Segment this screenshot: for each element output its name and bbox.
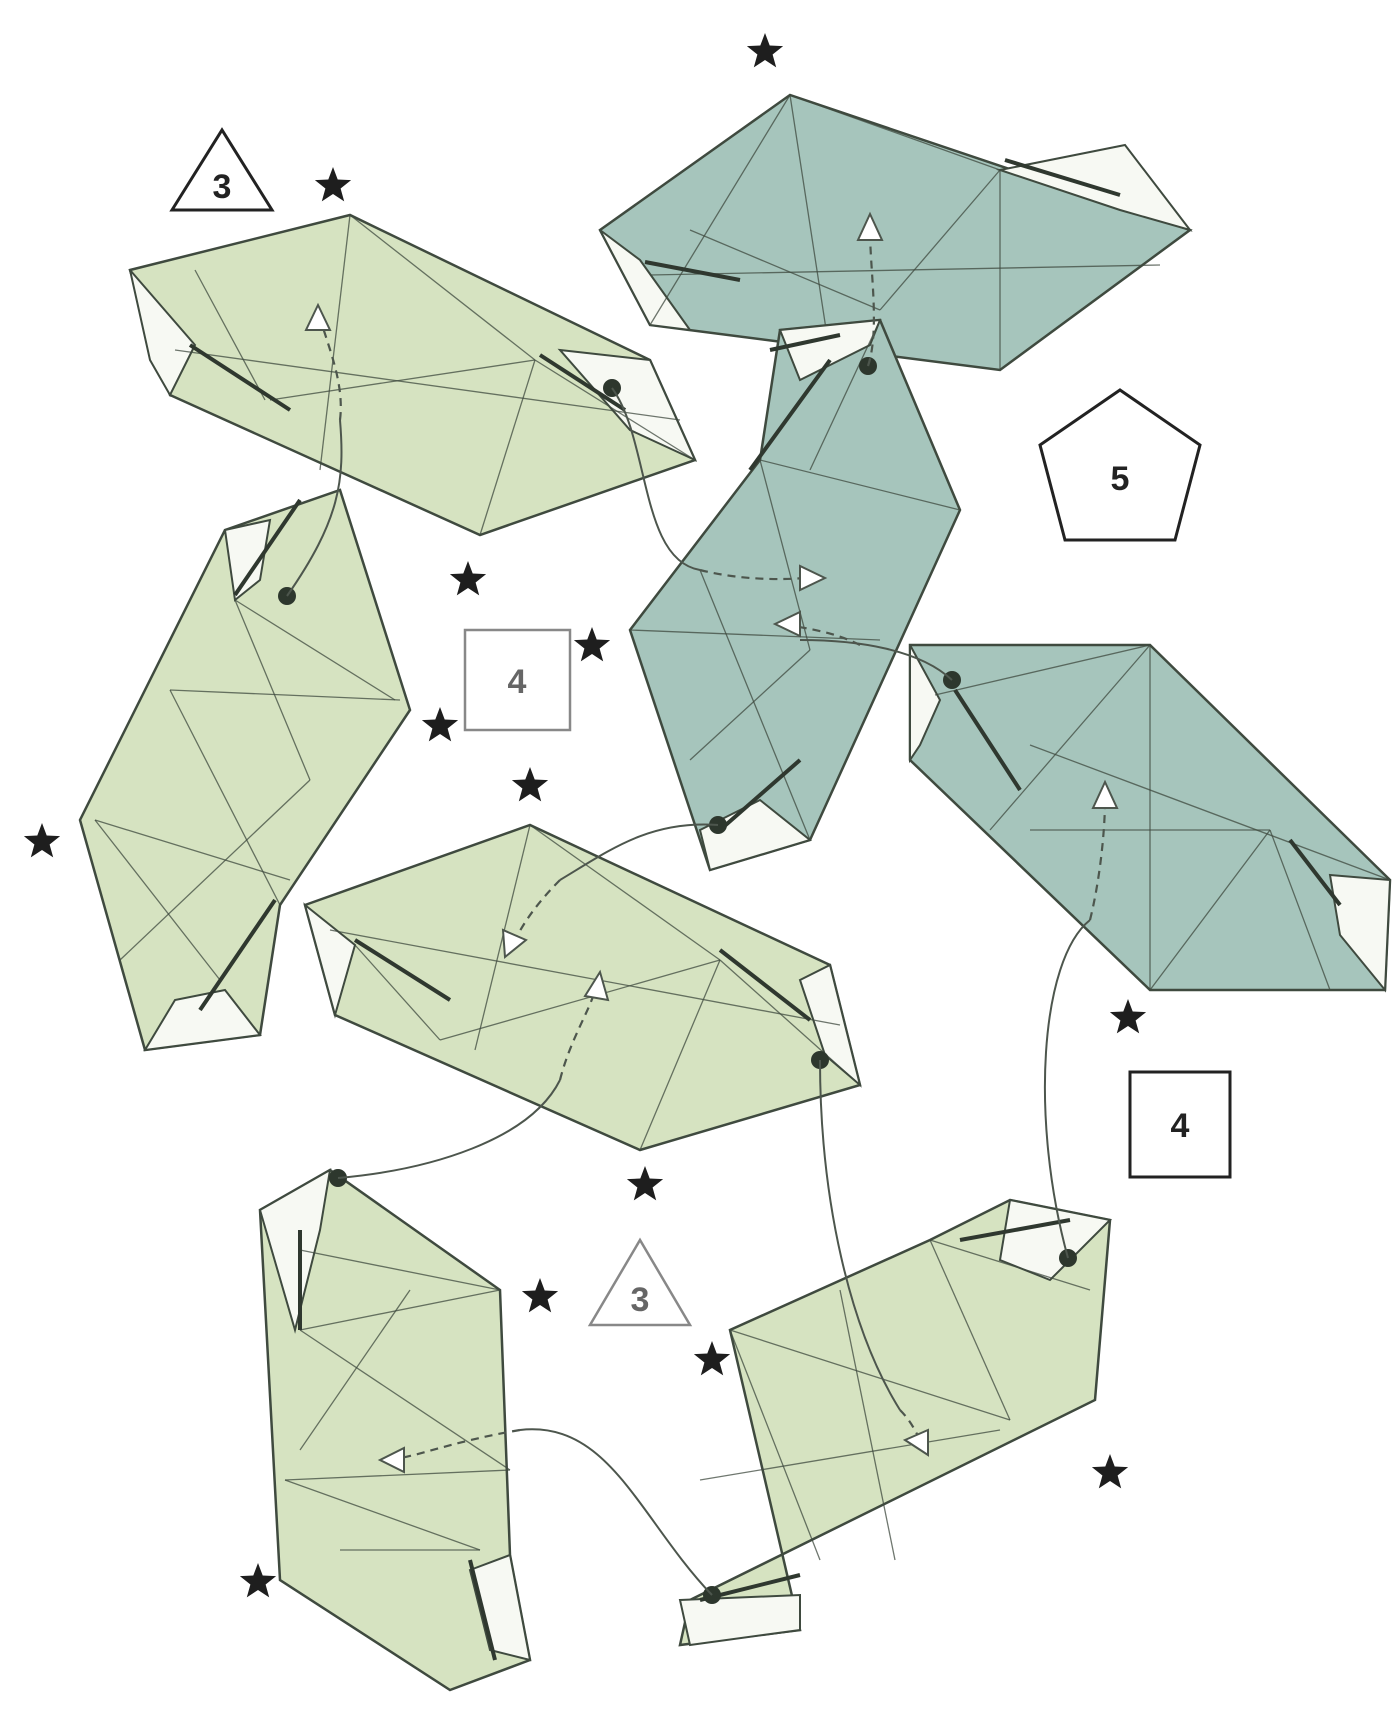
badge-label: 4 [1171,1107,1190,1145]
star-icon [1110,999,1146,1033]
star-icon [512,767,548,801]
module-unit-top-teal [600,95,1190,370]
module-unit-bottom-right [680,1200,1110,1645]
star-icon [694,1341,730,1375]
badge-triangle-bottom: 3 [590,1240,690,1325]
badge-label: 3 [631,1281,650,1319]
star-icon [315,167,351,201]
module-unit-bottom-left [260,1170,530,1690]
module-unit-middle-teal [630,320,960,870]
curved-connector-icon [520,1429,712,1595]
star-icon [1092,1454,1128,1488]
badge-square-right: 4 [1130,1072,1230,1177]
module-unit-top-left [130,215,695,535]
star-icon [422,707,458,741]
badge-square-middle: 4 [465,630,570,730]
module-unit-right-teal [910,645,1390,990]
badge-label: 3 [213,168,232,206]
badge-label: 5 [1111,460,1130,498]
star-icon [240,1563,276,1597]
star-icon [522,1278,558,1312]
star-icon [627,1166,663,1200]
star-icon [450,561,486,595]
badge-label: 4 [508,663,527,701]
star-icon [24,823,60,857]
module-unit-center [305,825,860,1150]
badge-triangle-top: 3 [172,130,272,210]
star-icon [574,627,610,661]
badge-pentagon: 5 [1040,390,1200,540]
star-icon [747,33,783,67]
